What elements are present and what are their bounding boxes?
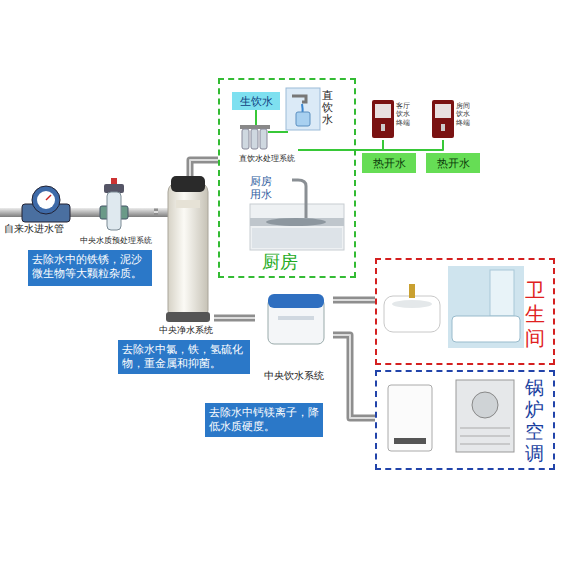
heater-unit: 房间饮水终端 [428,96,480,140]
heater-device [372,100,454,138]
softener-unit: 中央饮水系统 [255,288,333,382]
prefilter-unit: 中央水质预处理系统 [78,180,154,246]
tag-box: 生饮水 [232,92,280,110]
water-meter [22,186,70,222]
drink-line [298,140,443,150]
node-text: 去除水中的铁锈，泥沙微生物等大颗粒杂质。 [32,253,148,280]
text-label: 自来水进水管 [4,222,64,236]
heater-unit: 客厅饮水终端 [368,96,420,140]
bathroom-illustration [384,266,524,348]
filter-unit: 直饮水处理系统 [236,122,298,164]
note-box: 去除水中钙镁离子，降低水质硬度。 [205,403,323,437]
node-text: 锅炉空调 [525,377,547,464]
water-pipe [333,300,375,301]
node-text: 去除水中氯，铁，氢硫化物，重金属和抑菌。 [122,343,246,370]
boiler-ac-illustration [388,380,514,452]
tag-box: 热开水 [426,153,480,173]
boiler-group: 锅炉空调 [375,370,555,470]
node-text: 生饮水 [240,94,273,109]
node-text: 中央净水系统 [159,325,213,336]
water-pipe [214,318,255,319]
tag-box: 热开水 [362,153,416,173]
purifier-tank [166,176,210,322]
node-text: 热开水 [373,156,406,171]
bathroom-group: 卫生间 [375,258,555,365]
water-pipe [154,212,158,213]
sink-unit: 厨房用水 [246,172,350,252]
note-box: 去除水中的铁锈，泥沙微生物等大颗粒杂质。 [28,250,152,286]
node-text: 中央饮水系统 [264,370,324,382]
node-text: 卫生间 [525,278,547,350]
note-box: 去除水中氯，铁，氢硫化物，重金属和抑菌。 [118,340,250,374]
prefilter-device [100,178,128,230]
node-text: 房间饮水终端 [456,102,472,127]
node-text: 客厅饮水终端 [396,102,412,127]
node-text: 厨房 [262,250,298,274]
node-text: 热开水 [437,156,470,171]
node-text: 去除水中钙镁离子，降低水质硬度。 [209,406,319,433]
purifier-unit: 中央净水系统 [158,176,214,336]
water-pipe [190,160,218,176]
node-text: 直饮水处理系统 [239,154,295,164]
kitchen-illustration [240,88,344,250]
node-text: 厨房用水 [250,176,274,201]
kitchen-group: 厨房 生饮水直饮水处理系统厨房用水 [218,78,356,278]
water-pipe [333,335,375,418]
node-text: 中央水质预处理系统 [80,236,152,246]
softener-device [268,294,324,344]
drink-line [298,140,383,150]
text-label: 直饮水 [322,90,334,126]
